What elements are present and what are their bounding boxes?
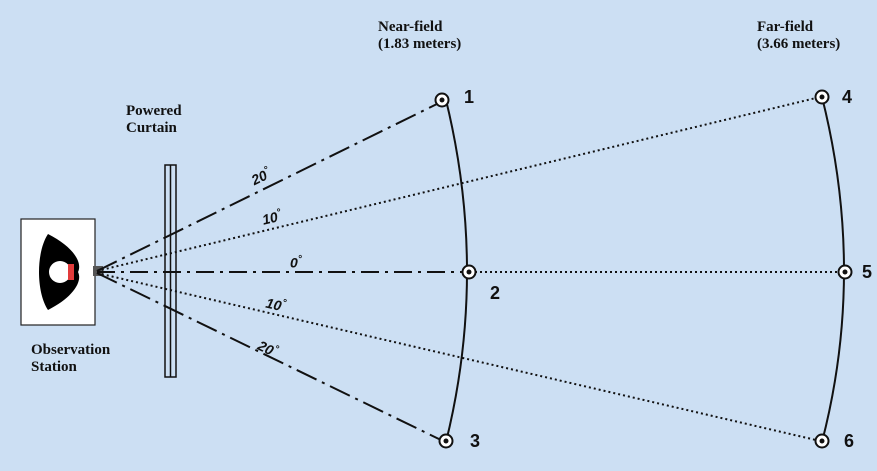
point-label-1: 1 <box>464 87 475 107</box>
sightline-to-3 <box>96 272 442 441</box>
target-markers <box>434 89 853 449</box>
near-field-title: Near-field <box>378 19 443 35</box>
sightline-to-6 <box>96 272 817 441</box>
point-label-4: 4 <box>842 87 853 107</box>
target-3 <box>438 433 454 449</box>
target-1 <box>434 92 450 108</box>
far-field-label: Far-field (3.66 meters) <box>757 19 840 53</box>
observation-station-line2: Station <box>31 359 77 375</box>
observation-station-line1: Observation <box>31 342 111 358</box>
far-field-title: Far-field <box>757 19 814 35</box>
target-5 <box>837 264 853 280</box>
powered-curtain-line2: Curtain <box>126 120 177 136</box>
target-2 <box>461 264 477 280</box>
point-label-6: 6 <box>844 431 855 451</box>
powered-curtain-line1: Powered <box>126 103 182 119</box>
point-label-3: 3 <box>470 431 481 451</box>
near-field-label: Near-field (1.83 meters) <box>378 19 461 53</box>
sightline-to-1 <box>96 101 442 272</box>
observation-station-label: Observation Station <box>31 342 110 376</box>
sightline-to-4 <box>96 97 817 272</box>
near-field-distance: (1.83 meters) <box>378 36 462 52</box>
target-6 <box>814 433 830 449</box>
eye-icon <box>49 261 71 283</box>
target-4 <box>814 89 830 105</box>
far-field-distance: (3.66 meters) <box>757 36 841 52</box>
angle-label-0: 0° <box>290 254 302 271</box>
powered-curtain-label: Powered Curtain <box>126 103 182 137</box>
point-label-5: 5 <box>862 262 873 282</box>
point-label-2: 2 <box>490 283 501 303</box>
observation-station <box>20 218 103 326</box>
